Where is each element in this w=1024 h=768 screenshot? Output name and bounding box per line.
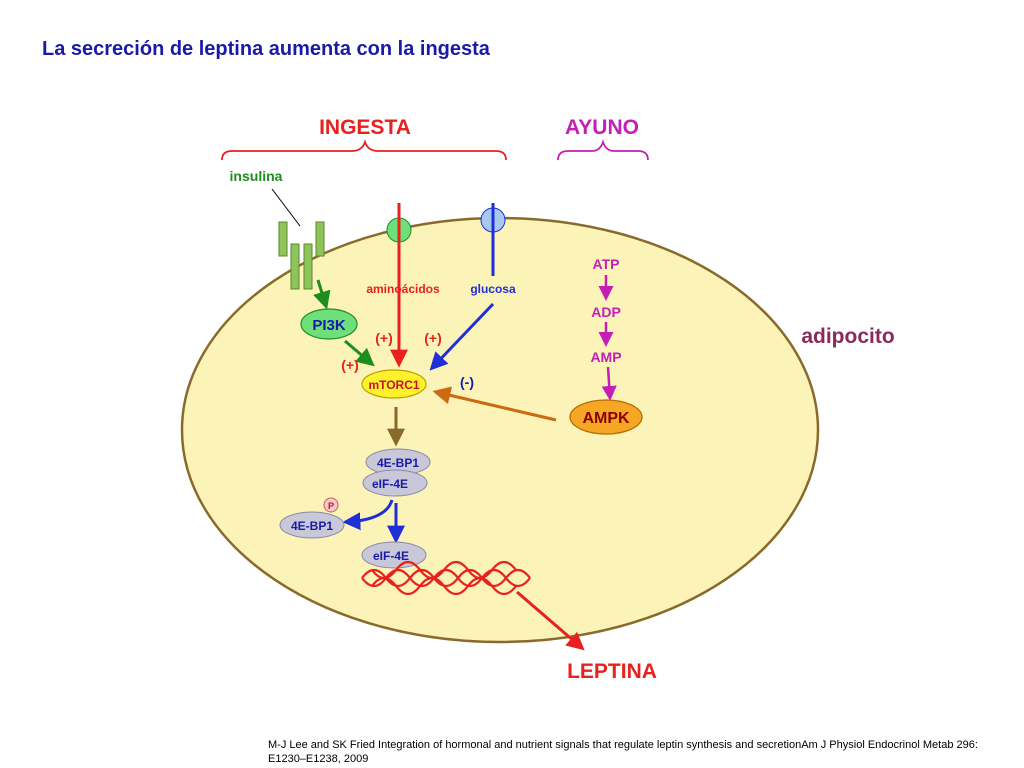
- eif4e-free-label: eIF-4E: [373, 549, 409, 563]
- bp1-free-label: 4E-BP1: [291, 519, 333, 533]
- pi3k-label: PI3K: [312, 317, 346, 334]
- bp1-complex-label: 4E-BP1: [377, 456, 419, 470]
- insulina-label: insulina: [230, 168, 283, 184]
- plus-pi3k-label: (+): [341, 357, 359, 373]
- ingesta-brace: [221, 139, 507, 161]
- mtorc1-label: mTORC1: [368, 378, 419, 392]
- insulina-pointer-line: [271, 188, 301, 227]
- aminoacidos-label: aminoácidos: [366, 282, 440, 296]
- adipocito-label: adipocito: [801, 325, 894, 348]
- phospho-badge: [323, 497, 339, 513]
- plus-glucosa-label: (+): [424, 330, 442, 346]
- ampk-inhibits-mtorc1-arrow: [432, 386, 557, 422]
- pi3k-to-mtorc1-arrow: [344, 339, 375, 367]
- phospho-label: P: [328, 501, 334, 511]
- release-bp1-arrow: [342, 499, 394, 531]
- amp-to-ampk-arrow: [601, 366, 617, 401]
- minus-ampk-label: (-): [460, 374, 474, 390]
- mtorc1-node: [361, 369, 427, 399]
- plus-aminoacidos-label: (+): [375, 330, 393, 346]
- slide-title: La secreción de leptina aumenta con la i…: [42, 38, 490, 60]
- receptor-to-pi3k-arrow: [313, 279, 331, 310]
- glucosa-to-mtorc1-arrow: [429, 302, 495, 371]
- citation: M-J Lee and SK Fried Integration of horm…: [268, 739, 978, 765]
- pi3k-node: [300, 308, 358, 340]
- atp-label: ATP: [593, 256, 620, 272]
- leptina-label: LEPTINA: [567, 660, 657, 683]
- ampk-node: [569, 399, 643, 435]
- ampk-label: AMPK: [582, 410, 630, 427]
- amp-label: AMP: [590, 349, 621, 365]
- eif4e-complex-node: [362, 469, 428, 497]
- bp1-free-node: [279, 511, 345, 539]
- adp-label: ADP: [591, 304, 621, 320]
- mrna-helix-icon: [361, 560, 531, 596]
- glucosa-label: glucosa: [470, 282, 516, 296]
- insulin-receptor: [278, 221, 325, 290]
- ayuno-brace: [557, 139, 649, 161]
- eif4e-complex-label: eIF-4E: [372, 477, 408, 491]
- ingesta-label: INGESTA: [319, 116, 411, 139]
- ayuno-label: AYUNO: [565, 116, 639, 139]
- helix-to-leptina-arrow: [516, 590, 585, 651]
